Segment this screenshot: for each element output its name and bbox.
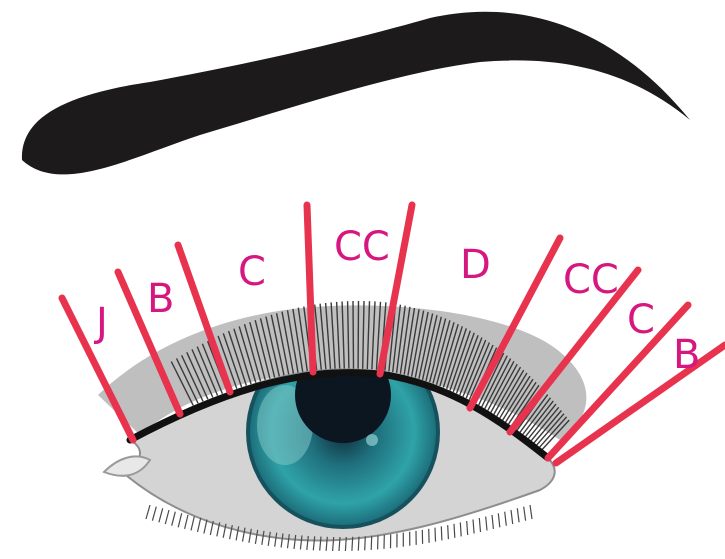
upper-lash xyxy=(353,301,354,369)
zone-label-b-right: B xyxy=(673,332,700,378)
lower-lash xyxy=(505,512,507,526)
lower-lash xyxy=(530,505,532,519)
lower-lash xyxy=(473,520,474,534)
lower-lash xyxy=(524,507,526,521)
pupil-glint xyxy=(366,434,378,446)
lower-lash xyxy=(198,518,201,532)
zone-label-c-right: C xyxy=(627,297,655,343)
lower-lash xyxy=(448,525,449,539)
lower-lash xyxy=(165,510,169,524)
eyebrow-shape xyxy=(22,12,690,175)
lower-lash xyxy=(352,537,353,551)
lower-lash xyxy=(204,520,207,534)
lower-lash xyxy=(460,522,461,536)
lower-lash xyxy=(371,536,372,550)
lower-lash xyxy=(517,508,519,522)
lower-lash xyxy=(479,518,480,532)
zone-label-b-left: B xyxy=(147,276,174,322)
lower-lash xyxy=(454,524,455,538)
zone-label-cc-right: CC xyxy=(563,257,619,303)
lower-lash xyxy=(178,513,182,527)
lower-lash xyxy=(172,512,176,526)
lower-lash xyxy=(159,508,163,522)
zone-label-d: D xyxy=(460,242,491,288)
lower-lash xyxy=(146,505,150,519)
zone-label-c-left: C xyxy=(238,249,266,295)
lower-lash xyxy=(191,517,194,531)
lower-lash xyxy=(365,536,366,550)
lower-lash xyxy=(486,517,487,531)
lower-lash xyxy=(435,528,436,542)
lower-lash xyxy=(467,521,468,535)
lower-lash xyxy=(498,513,500,527)
lower-lash xyxy=(441,526,442,540)
lower-lash xyxy=(152,507,156,521)
lower-lash xyxy=(492,515,493,529)
lower-lash xyxy=(511,510,513,524)
zone-label-cc-left: CC xyxy=(334,224,390,270)
lower-lash xyxy=(358,537,359,551)
zone-label-j: J xyxy=(93,300,108,346)
lower-lash xyxy=(185,515,188,529)
